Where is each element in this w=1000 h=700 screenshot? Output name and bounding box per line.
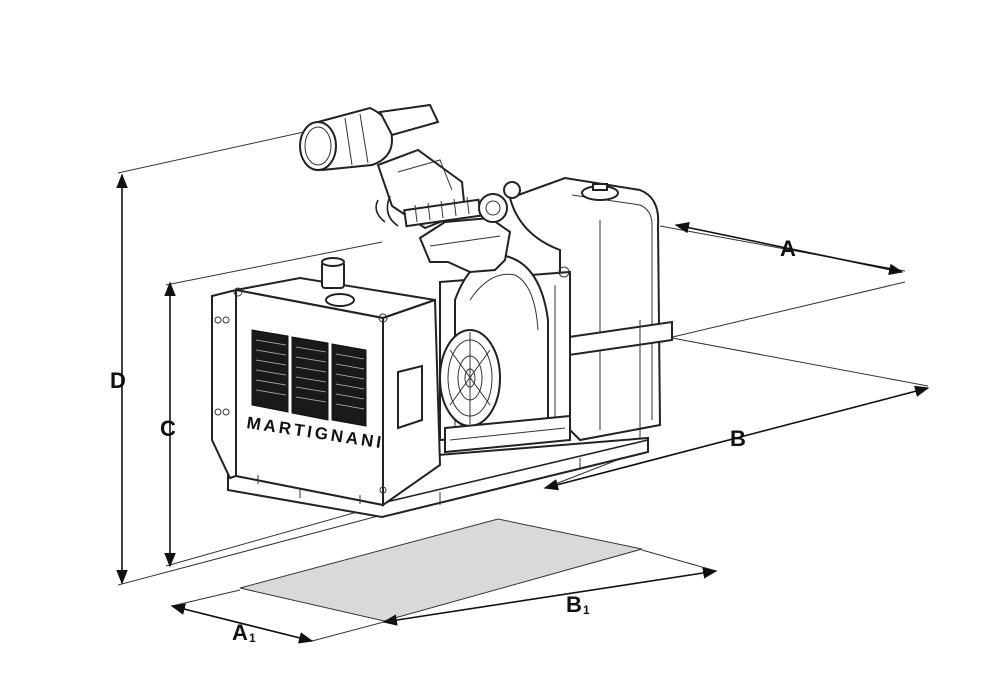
- dimension-arrows: [116, 173, 930, 644]
- dim-label-b1: B 1: [566, 592, 590, 617]
- ventilation-grilles: [251, 329, 367, 427]
- dim-a-arrow: [674, 221, 904, 276]
- dim-b1-arrow: [382, 567, 718, 626]
- dim-b-arrow: [543, 385, 930, 491]
- svg-text:1: 1: [249, 631, 256, 645]
- tank: [508, 176, 673, 442]
- machine-drawing: MARTIGNANI: [211, 103, 673, 519]
- air-duct: [299, 103, 521, 274]
- svg-text:1: 1: [583, 603, 590, 617]
- dim-label-c: C: [160, 416, 176, 441]
- dim-label-a1: A 1: [232, 620, 256, 645]
- svg-text:B: B: [566, 592, 582, 617]
- svg-text:A: A: [232, 620, 248, 645]
- dim-label-a: A: [780, 236, 796, 261]
- blower-housing: [439, 253, 571, 454]
- dim-a1-arrow: [170, 603, 314, 644]
- base-frame: [227, 436, 649, 519]
- dim-label-b: B: [730, 426, 746, 451]
- dim-label-d: D: [110, 368, 126, 393]
